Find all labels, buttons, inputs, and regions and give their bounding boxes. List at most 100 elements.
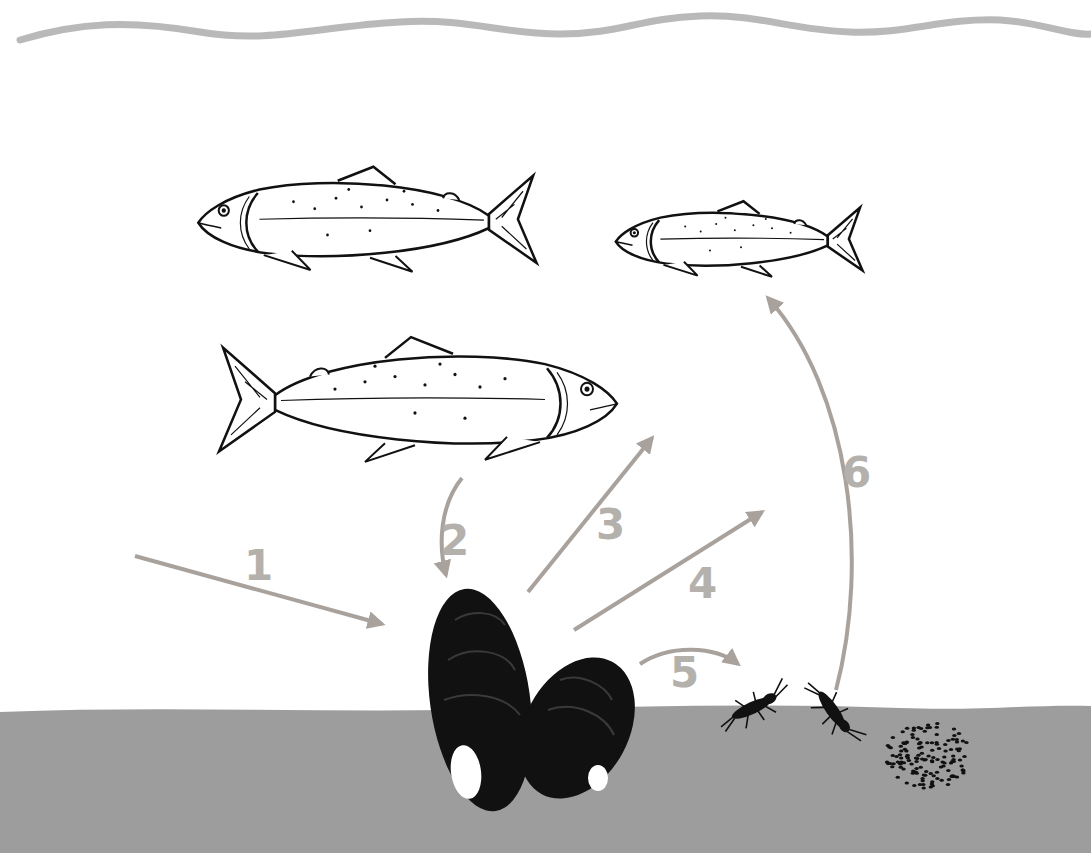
- egg-dot: [925, 726, 929, 729]
- egg-dot: [961, 768, 965, 771]
- egg-dot: [961, 772, 965, 775]
- egg-dot: [915, 738, 919, 741]
- egg-dot: [935, 777, 939, 780]
- egg-dot: [930, 759, 934, 762]
- egg-dot: [934, 741, 938, 744]
- egg-dot: [957, 732, 961, 735]
- egg-dot: [920, 757, 924, 760]
- egg-dot: [920, 752, 924, 755]
- egg-dot: [926, 723, 930, 726]
- egg-dot: [946, 739, 950, 742]
- egg-dot: [916, 754, 920, 757]
- insect-nymph: [798, 672, 867, 753]
- callout-number: 5: [670, 652, 699, 694]
- callout-number: 4: [688, 563, 717, 605]
- egg-dot: [901, 768, 905, 771]
- egg-dot: [898, 753, 902, 756]
- egg-dot: [946, 783, 950, 786]
- egg-dot: [935, 771, 939, 774]
- egg-dot: [922, 773, 926, 776]
- egg-dot: [951, 758, 955, 761]
- egg-dot: [899, 757, 903, 760]
- egg-dot: [926, 754, 930, 757]
- flow-arrow: [768, 298, 852, 690]
- egg-dot: [942, 762, 946, 765]
- egg-dot: [885, 761, 889, 764]
- egg-dot: [952, 734, 956, 737]
- egg-dot: [886, 744, 890, 747]
- callout-number: 2: [440, 520, 469, 562]
- egg-dot: [912, 727, 916, 730]
- egg-dot: [919, 766, 923, 769]
- mussel: [496, 637, 658, 818]
- egg-dot: [949, 748, 953, 751]
- egg-dot: [914, 760, 918, 763]
- egg-dot: [919, 727, 923, 730]
- egg-dot: [946, 769, 950, 772]
- water-surface: [20, 16, 1091, 40]
- egg-dot: [958, 758, 962, 761]
- egg-dot: [899, 750, 903, 753]
- egg-dot: [935, 733, 939, 736]
- egg-dot: [935, 758, 939, 761]
- insect-nymph: [713, 678, 796, 738]
- egg-dot: [950, 775, 954, 778]
- egg-dot: [955, 776, 959, 779]
- egg-dot: [909, 763, 913, 766]
- egg-dot: [922, 787, 926, 790]
- egg-dot: [912, 784, 916, 787]
- egg-dot: [905, 755, 909, 758]
- egg-dot: [931, 756, 935, 759]
- egg-cluster: [885, 722, 969, 790]
- egg-dot: [937, 747, 941, 750]
- egg-dot: [943, 743, 947, 746]
- egg-dot: [932, 774, 936, 777]
- egg-dot: [961, 740, 965, 743]
- egg-dot: [935, 726, 939, 729]
- egg-dot: [951, 754, 955, 757]
- egg-dot: [890, 765, 894, 768]
- egg-dot: [942, 756, 946, 759]
- egg-dot: [910, 733, 914, 736]
- egg-dot: [901, 730, 905, 733]
- egg-dot: [904, 749, 908, 752]
- egg-dot: [930, 741, 934, 744]
- egg-dot: [959, 764, 963, 767]
- egg-dot: [961, 769, 965, 772]
- flow-arrows: [135, 298, 852, 690]
- egg-dot: [924, 770, 928, 773]
- mussel: [415, 582, 545, 818]
- egg-dot: [905, 781, 909, 784]
- egg-dot: [911, 736, 915, 739]
- egg-dot: [930, 749, 934, 752]
- egg-dot: [921, 779, 925, 782]
- egg-dot: [935, 722, 939, 725]
- egg-dot: [925, 741, 929, 744]
- egg-dot: [891, 762, 895, 765]
- egg-dot: [951, 738, 955, 741]
- egg-dot: [914, 771, 918, 774]
- juvenile-fish: [616, 201, 863, 277]
- egg-dot: [947, 778, 951, 781]
- flow-arrow: [528, 438, 652, 592]
- egg-dot: [958, 747, 962, 750]
- egg-dot: [952, 728, 956, 731]
- egg-dot: [962, 755, 966, 758]
- egg-dot: [939, 766, 943, 769]
- egg-dot: [917, 747, 921, 750]
- egg-dot: [899, 745, 903, 748]
- egg-dot: [943, 749, 947, 752]
- egg-dot: [923, 730, 927, 733]
- egg-dot: [896, 776, 900, 779]
- egg-dot: [914, 767, 918, 770]
- egg-dot: [955, 738, 959, 741]
- salmon-fish: [198, 167, 536, 272]
- egg-dot: [905, 741, 909, 744]
- egg-dot: [918, 742, 922, 745]
- callout-number: 6: [842, 452, 871, 494]
- egg-dot: [955, 741, 959, 744]
- callout-number: 3: [596, 504, 625, 546]
- egg-dot: [940, 779, 944, 782]
